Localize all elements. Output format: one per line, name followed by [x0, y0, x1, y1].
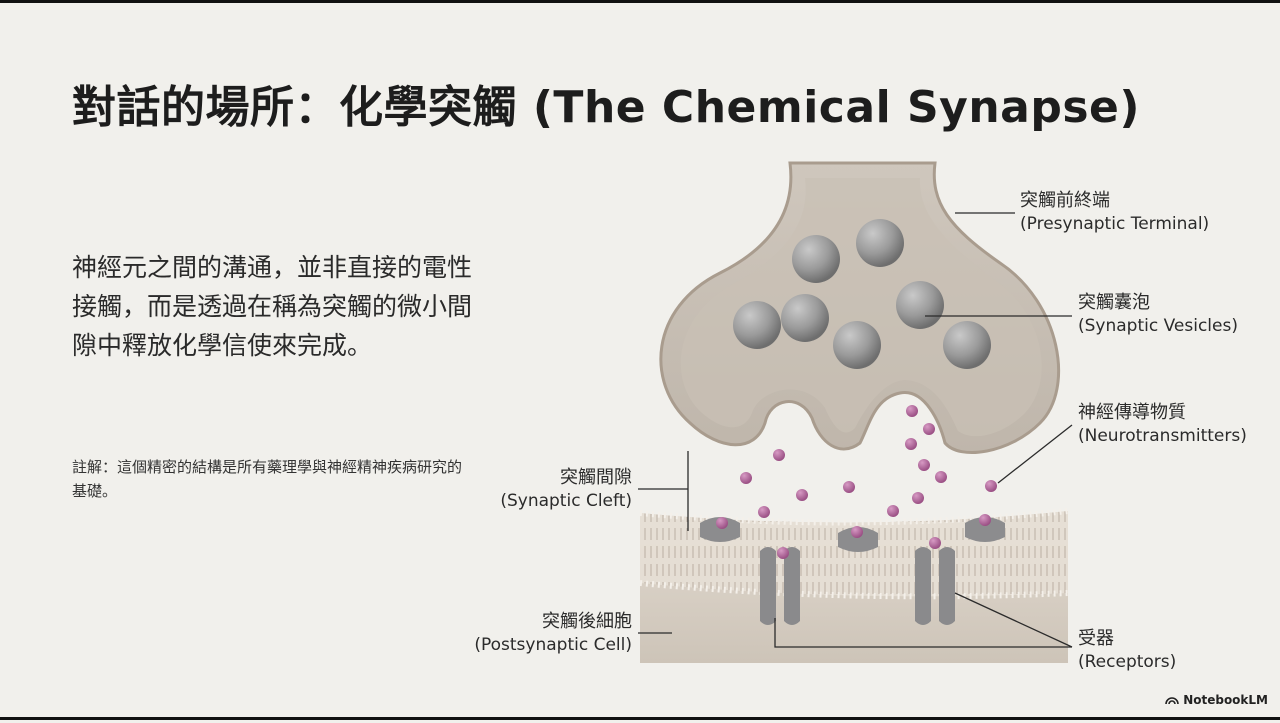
label-cleft-zh: 突觸間隙 [476, 466, 632, 490]
label-receptors-en: (Receptors) [1078, 651, 1176, 674]
label-neurotransmitters-en: (Neurotransmitters) [1078, 425, 1247, 448]
label-vesicles-en: (Synaptic Vesicles) [1078, 315, 1238, 338]
label-receptors: 受器 (Receptors) [1078, 627, 1176, 674]
label-synaptic-vesicles: 突觸囊泡 (Synaptic Vesicles) [1078, 291, 1238, 338]
label-presynaptic-en: (Presynaptic Terminal) [1020, 213, 1209, 236]
presynaptic-terminal [661, 163, 1059, 453]
label-vesicles-zh: 突觸囊泡 [1078, 291, 1238, 315]
synapse-diagram [0, 3, 1280, 723]
label-neurotransmitters-zh: 神經傳導物質 [1078, 401, 1247, 425]
label-presynaptic-terminal: 突觸前終端 (Presynaptic Terminal) [1020, 189, 1209, 236]
label-synaptic-cleft: 突觸間隙 (Synaptic Cleft) [476, 466, 632, 513]
label-postsynaptic-en: (Postsynaptic Cell) [440, 634, 632, 657]
brand-name: NotebookLM [1183, 693, 1268, 707]
notebooklm-logo-icon [1165, 695, 1179, 705]
label-neurotransmitters: 神經傳導物質 (Neurotransmitters) [1078, 401, 1247, 448]
label-cleft-en: (Synaptic Cleft) [476, 490, 632, 513]
label-postsynaptic-cell: 突觸後細胞 (Postsynaptic Cell) [440, 610, 632, 657]
label-presynaptic-zh: 突觸前終端 [1020, 189, 1209, 213]
notebooklm-brand: NotebookLM [1165, 693, 1268, 707]
label-receptors-zh: 受器 [1078, 627, 1176, 651]
label-postsynaptic-zh: 突觸後細胞 [440, 610, 632, 634]
